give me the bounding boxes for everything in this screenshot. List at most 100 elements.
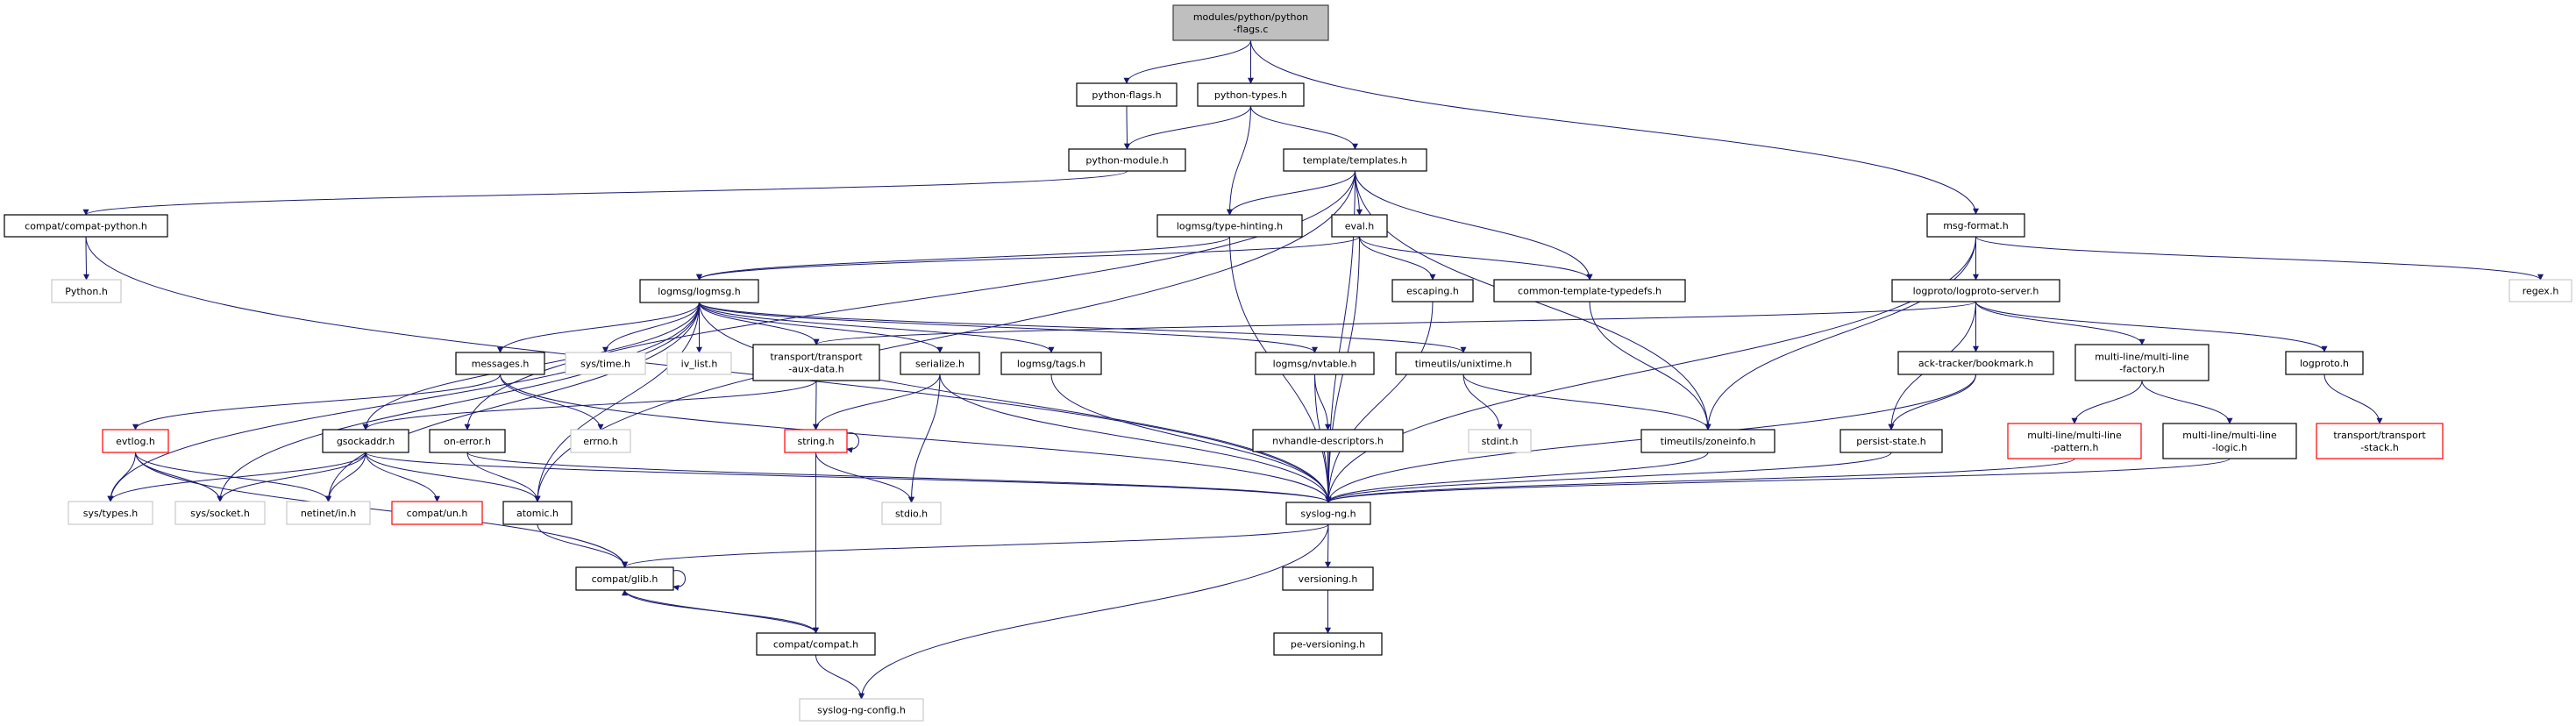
node-versioning[interactable]: versioning.h <box>1282 566 1374 591</box>
node-auxdata[interactable]: transport/transport-aux-data.h <box>752 344 880 381</box>
node-label: logproto/logproto-server.h <box>1913 286 2039 297</box>
node-ctt[interactable]: common-template-typedefs.h <box>1493 279 1686 302</box>
edge-serialize-to-string <box>813 374 941 431</box>
node-label: -aux-data.h <box>788 364 843 375</box>
edge-compatpython-to-pythonh <box>82 236 89 281</box>
node-escaping[interactable]: escaping.h <box>1391 279 1474 302</box>
edge-compat-to-glib <box>622 589 816 634</box>
node-typehint[interactable]: logmsg/type-hinting.h <box>1156 214 1303 238</box>
node-unixtime[interactable]: timeutils/unixtime.h <box>1395 352 1532 375</box>
node-nvtable[interactable]: logmsg/nvtable.h <box>1255 352 1375 375</box>
node-templates[interactable]: template/templates.h <box>1283 148 1427 172</box>
node-tags[interactable]: logmsg/tags.h <box>1000 352 1102 375</box>
edge-logmsg-to-tags <box>699 302 1055 353</box>
node-config[interactable]: syslog-ng-config.h <box>799 698 924 722</box>
node-pytypes[interactable]: python-types.h <box>1197 82 1305 107</box>
node-lpserver[interactable]: logproto/logproto-server.h <box>1891 279 2060 302</box>
node-regex[interactable]: regex.h <box>2508 279 2572 302</box>
node-bookmark[interactable]: ack-tracker/bookmark.h <box>1897 351 2054 375</box>
node-label: timeutils/unixtime.h <box>1415 359 1512 370</box>
node-mllogic[interactable]: multi-line/multi-line-logic.h <box>2162 423 2297 459</box>
edge-string-to-string <box>846 432 859 453</box>
edge-root-to-msgformat <box>1250 39 1979 215</box>
node-compat[interactable]: compat/compat.h <box>756 632 876 656</box>
edge-logmsg-to-systypes <box>107 302 700 502</box>
node-onerror[interactable]: on-error.h <box>429 429 506 453</box>
edge-tags-to-syslogng <box>1050 374 1332 503</box>
node-box <box>639 279 759 303</box>
edge-mlpattern-to-syslogng <box>1325 458 2075 503</box>
node-zoneinfo[interactable]: timeutils/zoneinfo.h <box>1640 429 1775 453</box>
edge-logmsg-to-nvtable <box>699 302 1318 353</box>
node-label: timeutils/zoneinfo.h <box>1661 436 1756 447</box>
node-pyflags[interactable]: python-flags.h <box>1076 82 1178 107</box>
node-msgformat[interactable]: msg-format.h <box>1926 213 2025 238</box>
node-label: compat/compat-python.h <box>25 221 147 232</box>
node-box <box>2162 423 2297 459</box>
node-gsockaddr[interactable]: gsockaddr.h <box>322 429 409 453</box>
node-atomic[interactable]: atomic.h <box>502 501 573 525</box>
edge-msgformat-to-zoneinfo <box>1704 236 1976 431</box>
node-box <box>1640 429 1775 453</box>
node-label: syslog-ng-config.h <box>817 705 906 716</box>
node-eval[interactable]: eval.h <box>1331 214 1388 238</box>
node-box <box>756 632 876 656</box>
node-messages[interactable]: messages.h <box>455 352 545 375</box>
node-box <box>1197 82 1305 107</box>
node-box <box>1282 566 1374 591</box>
node-label: msg-format.h <box>1943 220 2009 231</box>
node-label: transport/transport <box>770 352 863 363</box>
edge-logmsg-to-auxdata <box>699 302 820 345</box>
node-logproto[interactable]: logproto.h <box>2285 351 2364 375</box>
node-serialize[interactable]: serialize.h <box>900 352 980 375</box>
edge-messages-to-errno <box>500 374 604 431</box>
node-syssocket[interactable]: sys/socket.h <box>174 501 266 525</box>
node-tstack[interactable]: transport/transport-stack.h <box>2316 423 2444 459</box>
edge-eval-to-ctt <box>1359 236 1593 281</box>
edge-logmsg-to-syssocket <box>217 302 700 502</box>
node-pythonh[interactable]: Python.h <box>51 279 122 303</box>
node-label: compat/compat.h <box>773 639 858 651</box>
node-stdio[interactable]: stdio.h <box>881 502 942 525</box>
edge-pyflags-to-pymodule <box>1123 105 1130 150</box>
node-evtlog[interactable]: evtlog.h <box>102 429 169 453</box>
edge-mllogic-to-syslogng <box>1325 458 2231 503</box>
edge-pytypes-to-templates <box>1250 105 1358 150</box>
node-mlfactory[interactable]: multi-line/multi-line-factory.h <box>2074 344 2210 381</box>
node-syslogng[interactable]: syslog-ng.h <box>1285 502 1371 525</box>
node-peversioning[interactable]: pe-versioning.h <box>1273 632 1383 656</box>
node-box <box>1283 148 1427 172</box>
node-ivlist[interactable]: iv_list.h <box>666 352 732 375</box>
node-stdint[interactable]: stdint.h <box>1468 429 1532 453</box>
node-label: sys/types.h <box>83 508 138 519</box>
node-pymodule[interactable]: python-module.h <box>1068 148 1186 172</box>
nodes-layer: modules/python/python-flags.c python-flag… <box>4 4 2572 722</box>
node-box <box>1926 213 2025 238</box>
node-string[interactable]: string.h <box>784 429 848 453</box>
node-systypes[interactable]: sys/types.h <box>68 501 153 525</box>
node-box <box>391 501 483 525</box>
node-box <box>1156 214 1303 238</box>
node-label: stdio.h <box>895 509 928 520</box>
node-label: transport/transport <box>2333 430 2426 441</box>
node-box <box>666 352 732 375</box>
node-label: serialize.h <box>915 359 964 370</box>
node-root[interactable]: modules/python/python-flags.c <box>1172 4 1329 41</box>
node-logmsg[interactable]: logmsg/logmsg.h <box>639 279 759 303</box>
edge-logmsg-to-systime <box>602 302 700 353</box>
edge-msgformat-to-regex <box>1975 236 2544 281</box>
node-box <box>1891 279 2060 302</box>
node-mlpattern[interactable]: multi-line/multi-line-pattern.h <box>2007 423 2142 459</box>
node-box <box>1255 352 1375 375</box>
node-compatun[interactable]: compat/un.h <box>391 501 483 525</box>
node-nvhandle[interactable]: nvhandle-descriptors.h <box>1252 429 1404 452</box>
node-glib[interactable]: compat/glib.h <box>575 566 674 591</box>
edge-mlfactory-to-mlpattern <box>2071 380 2143 424</box>
node-label: iv_list.h <box>681 359 718 370</box>
node-compatpython[interactable]: compat/compat-python.h <box>4 214 168 238</box>
node-systime[interactable]: sys/time.h <box>565 352 646 375</box>
node-netinet[interactable]: netinet/in.h <box>286 501 371 525</box>
edge-evtlog-to-glib <box>135 452 628 568</box>
node-errno[interactable]: errno.h <box>570 429 631 453</box>
node-persist[interactable]: persist-state.h <box>1839 429 1943 453</box>
